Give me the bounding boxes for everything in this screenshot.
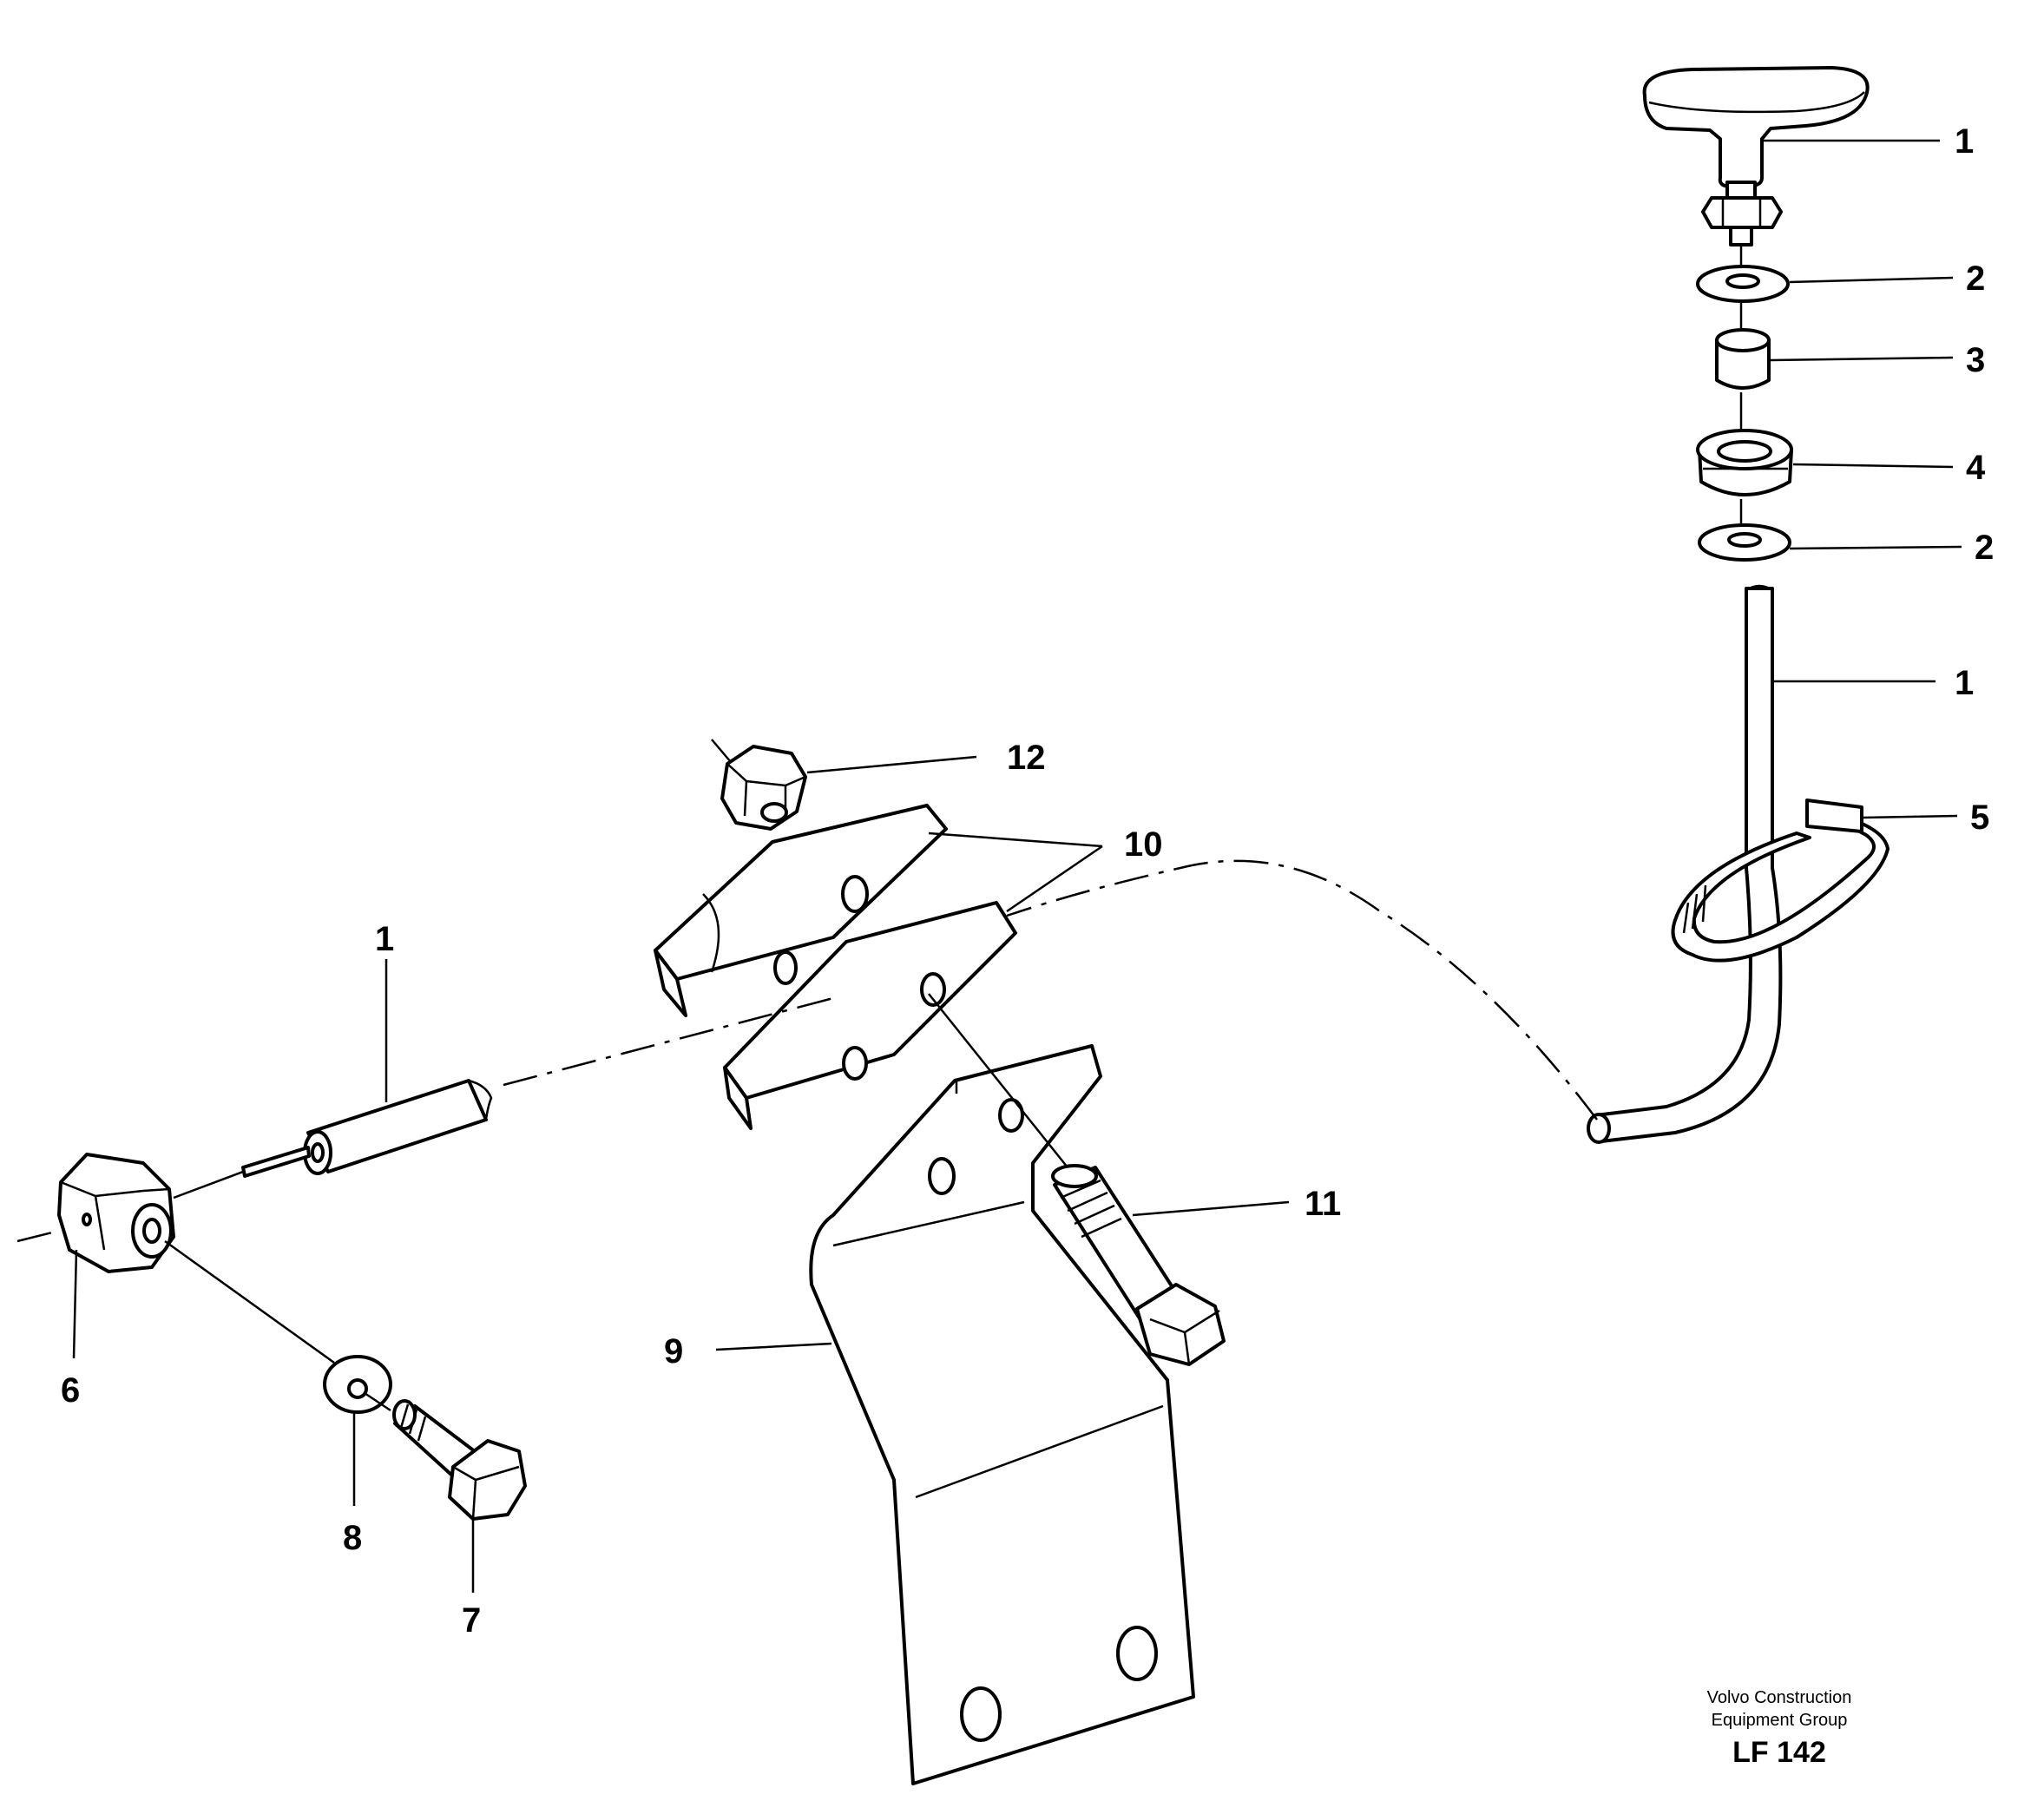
callout-5: 5	[1970, 799, 1989, 837]
callout-labels: 1 2 3 4 2 1 5 12 10 1 11 9 6 8 7	[61, 122, 1994, 1640]
credit-line-1: Volvo Construction	[1707, 1688, 1852, 1707]
bushing-part	[1715, 328, 1771, 430]
lock-nut-part	[711, 739, 807, 831]
drawing-code: LF 142	[1732, 1736, 1826, 1769]
callout-3: 3	[1966, 341, 1985, 379]
control-knob-part	[1642, 66, 1870, 269]
mounting-bracket-part	[809, 1044, 1195, 1785]
callout-1-sleeve: 1	[375, 920, 394, 958]
hex-bolt-part	[1051, 1164, 1226, 1366]
callout-7: 7	[462, 1601, 481, 1640]
hex-nut-part	[57, 1153, 175, 1273]
leader-lines	[72, 139, 1962, 1593]
callout-8: 8	[343, 1519, 362, 1557]
callout-2-bottom: 2	[1975, 529, 1994, 567]
cable-sleeve-part	[241, 1079, 493, 1178]
cable-axis-line	[503, 996, 834, 1087]
grommet-part	[1696, 429, 1793, 525]
washer-part-top	[1696, 265, 1790, 330]
washer-part-bottom	[1698, 523, 1791, 562]
callout-6: 6	[61, 1371, 80, 1410]
shoulder-bolt-part	[392, 1399, 527, 1521]
callout-4: 4	[1966, 449, 1986, 487]
callout-9: 9	[664, 1332, 683, 1370]
credit-line-2: Equipment Group	[1712, 1711, 1848, 1730]
clamp-block-lower-part	[723, 901, 1017, 1130]
bolt-axis-line	[928, 993, 1086, 1190]
bolt-7-axis-line	[364, 1391, 391, 1412]
control-cable-part	[1587, 584, 1783, 1144]
callout-11: 11	[1305, 1185, 1341, 1223]
cable-tie-part	[1671, 799, 1890, 963]
callout-1-cable: 1	[1955, 664, 1974, 702]
cable-route-line	[1006, 859, 1598, 1121]
callout-1-knob: 1	[1955, 122, 1974, 161]
callout-10: 10	[1124, 825, 1163, 864]
callout-12: 12	[1007, 739, 1046, 777]
credit-block: Volvo Construction Equipment Group LF 14…	[1707, 1688, 1852, 1769]
callout-2-top: 2	[1966, 260, 1985, 298]
clamp-block-upper-part	[654, 804, 948, 1017]
washer-axis-line	[164, 1239, 335, 1364]
cable-axis-line-left	[16, 1231, 53, 1243]
